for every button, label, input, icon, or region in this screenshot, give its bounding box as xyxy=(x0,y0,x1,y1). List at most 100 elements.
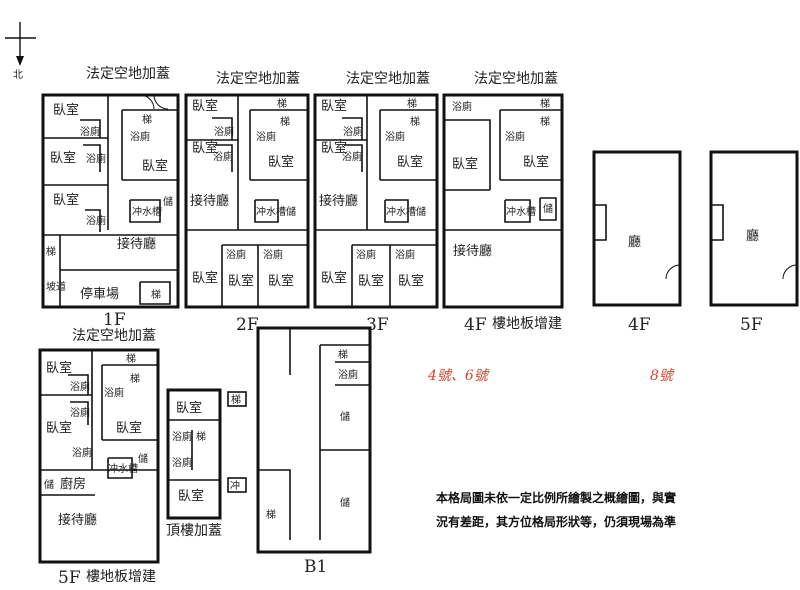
plan-2f: 法定空地加蓋 臥室 浴廁 臥室 浴廁 梯 浴廁 梯 臥室 冲水槽 儲 接待廳 浴… xyxy=(184,71,310,335)
room-storage: 儲 xyxy=(416,206,426,218)
floor-label-5f: 5F xyxy=(58,568,81,588)
room-bath: 浴廁 xyxy=(172,456,192,469)
room-bath: 浴廁 xyxy=(505,130,525,143)
room-bedroom: 臥室 xyxy=(523,154,549,170)
room-bath: 浴廁 xyxy=(452,100,472,113)
room-stairs: 梯 xyxy=(540,97,550,110)
header-3f: 法定空地加蓋 xyxy=(346,71,430,87)
room-bedroom: 臥室 xyxy=(321,98,347,114)
room-bedroom: 臥室 xyxy=(321,270,347,286)
room-stairs: 梯 xyxy=(126,352,136,365)
room-bath: 浴廁 xyxy=(104,386,124,399)
group-label-4-6: 4號、6號 xyxy=(427,368,490,384)
room-bath: 浴廁 xyxy=(263,248,283,261)
room-bedroom: 臥室 xyxy=(452,156,478,172)
plan-4f-extension: 法定空地加蓋 浴廁 梯 浴廁 梯 臥室 臥室 冲水槽 儲 接待廳 4F 樓地板增… xyxy=(442,71,564,335)
room-wash-tank: 冲 xyxy=(230,479,240,492)
room-hall: 廳 xyxy=(628,234,641,250)
room-stairs: 梯 xyxy=(151,288,161,301)
room-parking: 停車場 xyxy=(80,286,119,302)
room-bedroom: 臥室 xyxy=(192,98,218,114)
header-4f: 法定空地加蓋 xyxy=(474,71,558,87)
room-bedroom: 臥室 xyxy=(53,102,79,118)
room-reception: 接待廳 xyxy=(190,193,229,209)
room-bedroom: 臥室 xyxy=(398,273,424,289)
plan-3f: 法定空地加蓋 臥室 浴廁 臥室 浴廁 梯 浴廁 梯 臥室 冲水槽 儲 接待廳 浴… xyxy=(313,71,439,335)
group-label-8: 8號 xyxy=(650,368,675,384)
room-bedroom: 臥室 xyxy=(46,420,72,436)
room-bath: 浴廁 xyxy=(72,446,92,459)
room-stairs: 梯 xyxy=(46,245,56,258)
room-stairs: 梯 xyxy=(407,97,417,110)
room-stairs: 梯 xyxy=(231,393,241,406)
plan-5f-no8: 廳 5F xyxy=(709,150,799,335)
room-stairs: 梯 xyxy=(338,348,348,361)
room-bath: 浴廁 xyxy=(172,430,192,443)
room-reception: 接待廳 xyxy=(319,193,358,209)
room-bath: 浴廁 xyxy=(395,248,415,261)
north-label: 北 xyxy=(13,69,23,81)
room-stairs: 梯 xyxy=(266,508,276,521)
room-bedroom: 臥室 xyxy=(116,420,142,436)
room-bath: 浴廁 xyxy=(356,248,376,261)
room-bath: 浴廁 xyxy=(226,248,246,261)
room-slope: 坡道 xyxy=(46,280,66,293)
floor-label-3f: 3F xyxy=(366,315,389,335)
room-stairs: 梯 xyxy=(410,115,420,128)
room-stairs: 梯 xyxy=(280,115,290,128)
room-bedroom: 臥室 xyxy=(192,140,218,156)
room-bath: 浴廁 xyxy=(80,125,100,138)
header-5f: 法定空地加蓋 xyxy=(72,328,156,344)
plan-rooftop: 臥室 浴廁 梯 浴廁 臥室 梯 冲 頂樓加蓋 xyxy=(166,388,247,539)
floor-note-4f: 樓地板增建 xyxy=(492,316,562,332)
room-wash-tank: 冲水槽 xyxy=(386,205,416,218)
header-1f: 法定空地加蓋 xyxy=(86,66,170,82)
room-wash-tank: 冲水槽 xyxy=(506,205,536,218)
floor-label-1f: 1F xyxy=(103,310,126,330)
room-bath: 浴廁 xyxy=(338,368,358,381)
room-bath: 浴廁 xyxy=(70,406,90,419)
room-storage: 儲 xyxy=(286,206,296,218)
room-stairs: 梯 xyxy=(196,430,206,443)
room-bedroom: 臥室 xyxy=(268,154,294,170)
room-storage: 儲 xyxy=(340,497,350,509)
room-stairs: 梯 xyxy=(540,115,550,128)
room-bath: 浴廁 xyxy=(86,152,106,165)
disclaimer-line-1: 本格局圖未依一定比例所繪製之概繪圖，與實 xyxy=(436,490,676,505)
room-bedroom: 臥室 xyxy=(268,273,294,289)
room-bath: 浴廁 xyxy=(256,130,276,143)
room-bedroom: 臥室 xyxy=(358,273,384,289)
room-bath: 浴廁 xyxy=(343,125,363,138)
room-bath: 浴廁 xyxy=(130,130,150,143)
plan-4f-no8: 廳 4F xyxy=(592,150,682,335)
north-arrow-icon xyxy=(16,56,24,66)
room-storage: 儲 xyxy=(44,479,54,491)
room-bath: 浴廁 xyxy=(385,130,405,143)
room-stairs: 梯 xyxy=(277,97,287,110)
room-reception: 接待廳 xyxy=(58,512,97,528)
floor-label-b1: B1 xyxy=(304,557,327,577)
plan-1f: 法定空地加蓋 臥室 浴廁 臥室 浴廁 梯 浴廁 臥室 臥室 浴廁 冲水槽 儲 接… xyxy=(41,66,180,330)
room-bedroom: 臥室 xyxy=(397,154,423,170)
room-hall: 廳 xyxy=(746,228,759,244)
room-bedroom: 臥室 xyxy=(46,360,72,376)
floor-label-2f: 2F xyxy=(236,315,259,335)
room-stairs: 梯 xyxy=(130,372,140,385)
room-bedroom: 臥室 xyxy=(53,192,79,208)
room-bedroom: 臥室 xyxy=(142,158,168,174)
plan-5f-extension: 法定空地加蓋 臥室 浴廁 梯 浴廁 梯 臥室 浴廁 臥室 浴廁 儲 冲水槽 儲 … xyxy=(38,328,160,588)
floor-note-5f: 樓地板增建 xyxy=(86,569,156,585)
room-bedroom: 臥室 xyxy=(228,273,254,289)
room-kitchen: 廚房 xyxy=(60,476,86,492)
room-bedroom: 臥室 xyxy=(176,400,202,416)
room-wash-tank: 冲水槽 xyxy=(256,205,286,218)
room-bath: 浴廁 xyxy=(86,214,106,227)
room-bath: 浴廁 xyxy=(214,125,234,138)
room-wash-tank: 冲水槽 xyxy=(108,462,138,475)
plan-b1: 梯 浴廁 儲 儲 梯 B1 xyxy=(256,326,372,577)
disclaimer-line-2: 況有差距，其方位格局形狀等，仍須現場為準 xyxy=(436,514,676,529)
floor-label-4f-no8: 4F xyxy=(628,315,651,335)
room-storage: 儲 xyxy=(543,203,553,215)
room-bedroom: 臥室 xyxy=(192,270,218,286)
